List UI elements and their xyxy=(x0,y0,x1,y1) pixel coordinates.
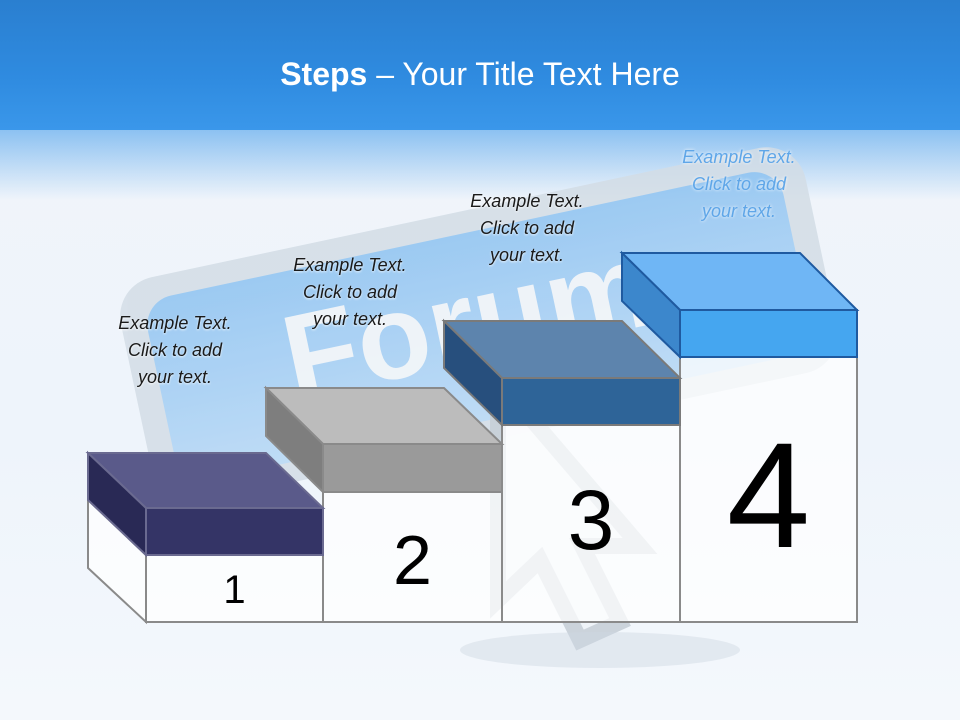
step-1-block xyxy=(85,450,326,558)
step-1-caption-line1: Example Text. xyxy=(118,313,232,333)
step-2-caption-line2: Click to add xyxy=(302,282,398,302)
step-1-caption[interactable]: Example Text. Click to add your text. xyxy=(95,310,255,391)
cursor-shadow xyxy=(460,632,740,668)
step-4-caption[interactable]: Example Text. Click to add your text. xyxy=(659,144,819,225)
step-4-front xyxy=(679,356,858,623)
page-title: Steps – Your Title Text Here xyxy=(0,52,960,96)
title-rest: – Your Title Text Here xyxy=(367,56,680,92)
step-1-number: 1 xyxy=(223,568,246,612)
step-3-caption-line1: Example Text. xyxy=(470,191,584,211)
step-3-caption-line2: Click to add xyxy=(479,218,575,238)
step-4-caption-line2: Click to add xyxy=(691,174,787,194)
step-4-block xyxy=(619,250,860,360)
step-4-number: 4 xyxy=(726,411,811,579)
step-2-caption-line3: your text. xyxy=(312,309,388,329)
step-3-front xyxy=(501,424,681,623)
header-bar xyxy=(0,0,960,130)
title-bold: Steps xyxy=(280,56,368,92)
step-4-caption-line1: Example Text. xyxy=(682,147,796,167)
step-3-caption[interactable]: Example Text. Click to add your text. xyxy=(447,188,607,269)
step-2-caption[interactable]: Example Text. Click to add your text. xyxy=(270,252,430,333)
step-1-caption-line2: Click to add xyxy=(127,340,223,360)
step-2-number: 2 xyxy=(393,521,432,599)
step-3-block xyxy=(441,318,683,428)
step-3-caption-line3: your text. xyxy=(489,245,565,265)
step-3-number: 3 xyxy=(567,473,615,567)
step-1-caption-line3: your text. xyxy=(137,367,213,387)
step-2-caption-line1: Example Text. xyxy=(293,255,407,275)
step-4-caption-line3: your text. xyxy=(701,201,777,221)
step-2-block xyxy=(263,385,505,495)
